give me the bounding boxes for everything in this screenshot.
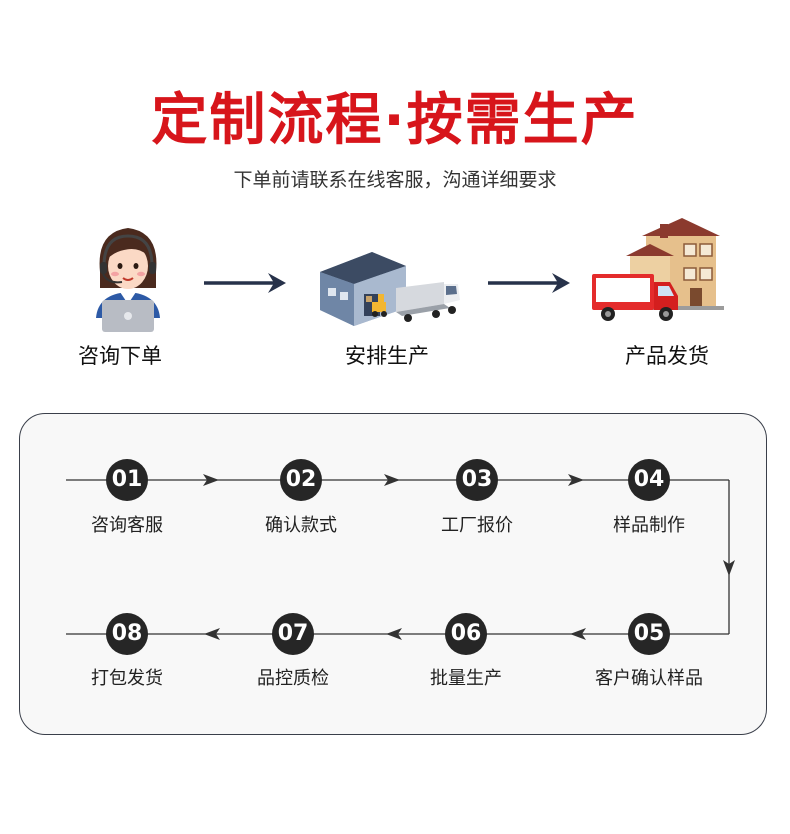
- page-title: 定制流程·按需生产: [151, 88, 639, 153]
- step-number-badge: 08: [106, 613, 148, 655]
- factory-forklift-truck-icon: [320, 252, 460, 326]
- step-label: 样品制作: [613, 515, 685, 536]
- top-step-label-shipping: 产品发货: [625, 344, 709, 368]
- top-step-label-consult: 咨询下单: [78, 344, 162, 368]
- step-label: 打包发货: [91, 668, 163, 689]
- step-label: 客户确认样品: [595, 668, 703, 689]
- top-step-label-production: 安排生产: [345, 344, 429, 368]
- step-label: 批量生产: [430, 668, 502, 689]
- step-label: 咨询客服: [91, 515, 163, 536]
- step-number-badge: 06: [445, 613, 487, 655]
- arrow-right-icon: [204, 273, 286, 293]
- arrow-right-icon: [488, 273, 570, 293]
- step-label: 确认款式: [265, 515, 337, 536]
- customer-service-agent-icon: [96, 228, 160, 332]
- step-label: 品控质检: [257, 668, 329, 689]
- step-number-badge: 07: [272, 613, 314, 655]
- step-number-badge: 05: [628, 613, 670, 655]
- step-label: 工厂报价: [441, 515, 513, 536]
- house-delivery-truck-icon: [592, 218, 724, 321]
- step-number-badge: 03: [456, 459, 498, 501]
- step-number-badge: 04: [628, 459, 670, 501]
- step-number-badge: 01: [106, 459, 148, 501]
- page-subtitle: 下单前请联系在线客服，沟通详细要求: [233, 169, 557, 191]
- step-number-badge: 02: [280, 459, 322, 501]
